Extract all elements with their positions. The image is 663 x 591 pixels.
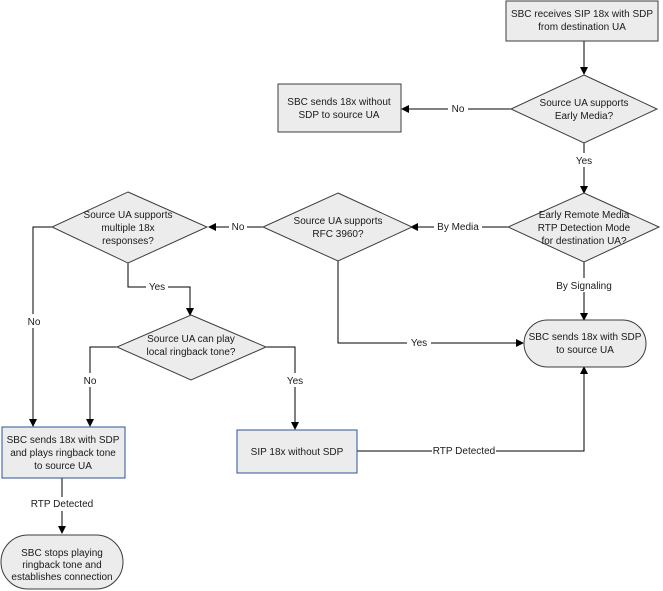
node-text: and plays ringback tone	[10, 448, 116, 459]
node-text: ringback tone and	[22, 560, 102, 571]
arrow-rtp-detected-right	[357, 366, 588, 452]
node-sbc-receives: SBC receives SIP 18x with SDP from desti…	[505, 0, 659, 42]
arrow-multiple-no	[29, 226, 52, 427]
edge-label-yes: Yes	[149, 282, 165, 293]
node-text: SBC stops playing	[21, 548, 103, 559]
node-text: SBC receives SIP 18x with SDP	[511, 9, 653, 20]
node-sends-plays-ringback: SBC sends 18x with SDP and plays ringbac…	[1, 426, 126, 479]
decision-local-ringback: Source UA can play local ringback tone?	[115, 314, 268, 381]
edge-label-rtp-detected: RTP Detected	[433, 446, 495, 457]
node-text: Early Remote Media	[539, 210, 630, 221]
node-text: local ringback tone?	[147, 347, 236, 358]
edge-label-yes: Yes	[411, 338, 427, 349]
node-text: to source UA	[34, 461, 92, 472]
arrow-ringback-yes	[266, 346, 299, 430]
edge-label-no: No	[28, 317, 41, 328]
node-text: responses?	[102, 236, 154, 247]
node-text: RFC 3960?	[312, 229, 364, 240]
terminal-sends-with-sdp: SBC sends 18x with SDP to source UA	[523, 319, 647, 368]
edge-label-yes: Yes	[287, 376, 303, 387]
decision-early-media: Source UA supports Early Media?	[509, 74, 659, 144]
edge-labels: No Yes By Media By Signaling No Yes No Y…	[24, 101, 614, 511]
node-text: Source UA supports	[294, 216, 383, 227]
decision-multiple-18x: Source UA supports multiple 18x response…	[50, 191, 209, 264]
node-text: SBC sends 18x with SDP	[7, 435, 120, 446]
node-text: Early Media?	[555, 111, 614, 122]
terminal-stops-ringback: SBC stops playing ringback tone and esta…	[0, 534, 124, 590]
node-text: SBC sends 18x with SDP	[529, 332, 642, 343]
node-text: for destination UA?	[541, 236, 626, 247]
edge-label-rtp-detected: RTP Detected	[31, 499, 93, 510]
node-text: SDP to source UA	[299, 110, 380, 121]
decision-rfc3960: Source UA supports RFC 3960?	[261, 192, 414, 262]
node-text: Source UA supports	[84, 210, 173, 221]
node-text: establishes connection	[11, 572, 112, 583]
edge-label-by-media: By Media	[437, 222, 479, 233]
node-text: Source UA can play	[147, 334, 235, 345]
node-text: multiple 18x	[101, 223, 154, 234]
node-text: RTP Detection Mode	[538, 223, 631, 234]
edge-label-by-signaling: By Signaling	[556, 281, 612, 292]
decision-detection-mode: Early Remote Media RTP Detection Mode fo…	[506, 192, 661, 263]
arrow-ringback-no	[86, 346, 118, 427]
node-sip-18x-without-sdp: SIP 18x without SDP	[236, 429, 358, 474]
edge-label-no: No	[452, 104, 465, 115]
node-text: Source UA supports	[540, 98, 629, 109]
node-text: to source UA	[556, 345, 614, 356]
edge-label-no: No	[232, 222, 245, 233]
arrow-rfc-yes	[337, 261, 524, 347]
node-text: SBC sends 18x without	[287, 97, 391, 108]
node-text: SIP 18x without SDP	[251, 447, 344, 458]
node-sends-without-sdp: SBC sends 18x without SDP to source UA	[277, 83, 402, 133]
edge-label-yes: Yes	[576, 156, 592, 167]
edge-label-no: No	[84, 376, 97, 387]
node-text: from destination UA	[538, 22, 626, 33]
